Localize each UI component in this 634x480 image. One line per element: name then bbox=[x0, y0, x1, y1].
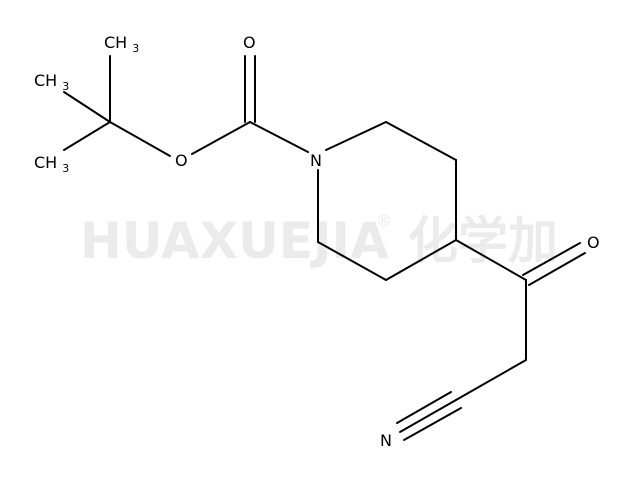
bonds bbox=[63, 55, 586, 441]
label-ch3-bottom: CH 3 bbox=[34, 153, 69, 175]
label-o-carbonyl: O bbox=[243, 33, 256, 52]
label-ch3-bottom-text: CH bbox=[34, 153, 57, 172]
watermark: HUAXUEJIA ® 化学加 bbox=[80, 211, 558, 270]
bond-o-ester-c-carbonyl bbox=[191, 121, 251, 155]
subscript-digit: 3 bbox=[62, 162, 69, 175]
bond-nitrile-triple-a bbox=[399, 399, 457, 433]
bond-ring-c2-c3 bbox=[385, 121, 457, 161]
bond-ring-n-c2 bbox=[325, 121, 387, 151]
bond-carbonyl-n bbox=[249, 121, 309, 153]
bond-ketone-double-a bbox=[522, 242, 581, 276]
label-ch3-top: CH 3 bbox=[104, 33, 139, 55]
bond-ring-c4-c5 bbox=[385, 239, 457, 281]
bond-cq-o-ester bbox=[109, 121, 171, 157]
label-ch3-top-text: CH bbox=[104, 33, 127, 52]
watermark-brand: HUAXUEJIA bbox=[80, 212, 389, 270]
label-ch3-left: CH 3 bbox=[34, 71, 69, 93]
label-ch3-left-text: CH bbox=[34, 71, 57, 90]
label-o-ketone: O bbox=[587, 233, 600, 252]
bond-nitrile-triple-c bbox=[403, 407, 462, 441]
bond-cq-ch3-left bbox=[63, 91, 111, 123]
label-n-ring: N bbox=[310, 151, 322, 170]
bond-c4-ketone-c bbox=[455, 239, 527, 281]
watermark-chinese: 化学加 bbox=[408, 212, 558, 270]
bond-ketone-double-b bbox=[528, 252, 586, 286]
label-n-nitrile: N bbox=[380, 431, 392, 450]
label-o-ester: O bbox=[175, 151, 188, 170]
subscript-digit: 3 bbox=[62, 80, 69, 93]
bond-ring-c5-c6 bbox=[317, 241, 387, 281]
subscript-digit: 3 bbox=[132, 42, 139, 55]
atom-labels: CH 3 CH 3 CH 3 O O N O N bbox=[34, 33, 600, 450]
bond-cq-ch3-bottom bbox=[63, 121, 111, 151]
watermark-registered-mark: ® bbox=[376, 211, 392, 230]
bond-nitrile-triple-b bbox=[396, 391, 452, 424]
bond-ch2-nitrile-c bbox=[455, 359, 527, 401]
